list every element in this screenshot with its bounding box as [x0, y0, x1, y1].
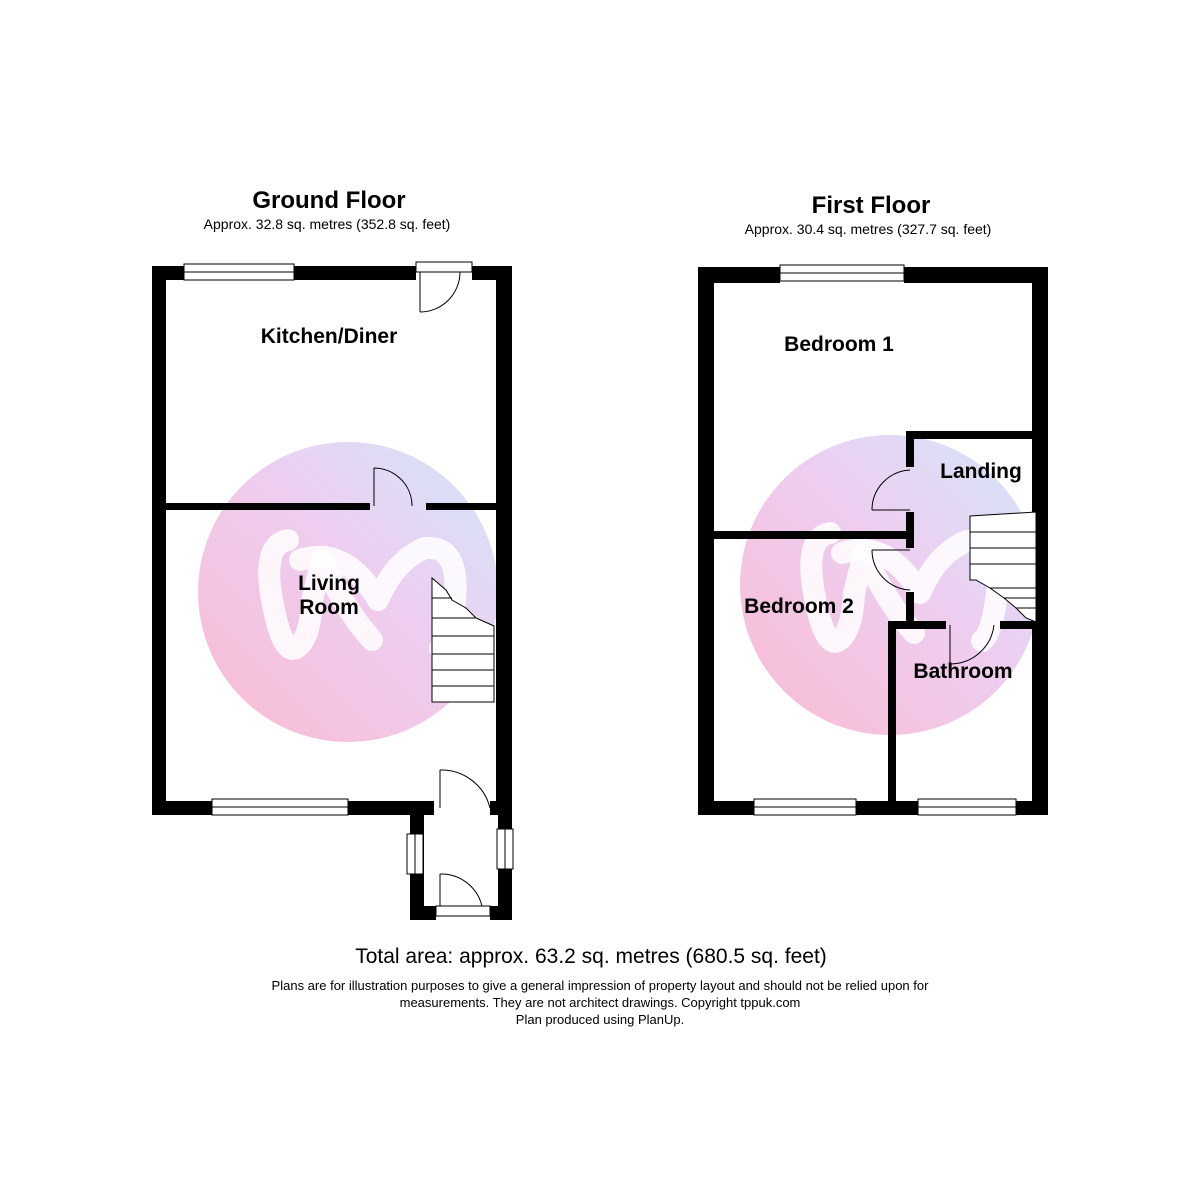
total-area: Total area: approx. 63.2 sq. metres (680…	[355, 945, 827, 968]
room-label-bedroom1: Bedroom 1	[784, 333, 894, 356]
room-label-living-line2: Room	[299, 596, 359, 619]
room-label-living-line1: Living	[298, 572, 360, 595]
disclaimer-line-1: Plans are for illustration purposes to g…	[272, 978, 930, 993]
ground-floor-walls	[152, 266, 512, 920]
window-porch-right-icon	[496, 828, 514, 870]
staircase-first-icon	[969, 511, 1037, 623]
window-porch-left-icon	[406, 833, 424, 875]
room-label-kitchen: Kitchen/Diner	[261, 325, 398, 348]
window-bedroom2-icon	[753, 798, 857, 816]
watermark-first-icon	[740, 435, 1040, 735]
first-floor-area: Approx. 30.4 sq. metres (327.7 sq. feet)	[745, 221, 992, 237]
room-label-bathroom: Bathroom	[913, 660, 1012, 683]
door-front-icon	[435, 873, 491, 917]
door-inner-porch-icon	[439, 769, 491, 809]
room-label-landing: Landing	[940, 460, 1022, 483]
first-floor-walls	[698, 267, 1048, 815]
door-bathroom-icon	[949, 624, 995, 665]
door-living-icon	[373, 467, 413, 507]
window-living-icon	[211, 798, 349, 816]
watermark-ground-icon	[198, 442, 498, 742]
first-floor-title: First Floor	[812, 192, 931, 219]
door-bedroom2-icon	[871, 549, 911, 591]
ground-floor-title: Ground Floor	[252, 187, 405, 214]
window-kitchen-icon	[183, 263, 295, 281]
window-bathroom-icon	[917, 798, 1017, 816]
door-bedroom1-icon	[871, 469, 911, 511]
ground-floor-area: Approx. 32.8 sq. metres (352.8 sq. feet)	[204, 216, 451, 232]
door-kitchen-back-icon	[415, 261, 473, 313]
room-label-bedroom2: Bedroom 2	[744, 595, 854, 618]
disclaimer-line-3: Plan produced using PlanUp.	[516, 1012, 684, 1027]
window-bedroom1-icon	[779, 264, 905, 282]
disclaimer-line-2: measurements. They are not architect dra…	[400, 995, 801, 1010]
staircase-ground-icon	[431, 576, 495, 703]
